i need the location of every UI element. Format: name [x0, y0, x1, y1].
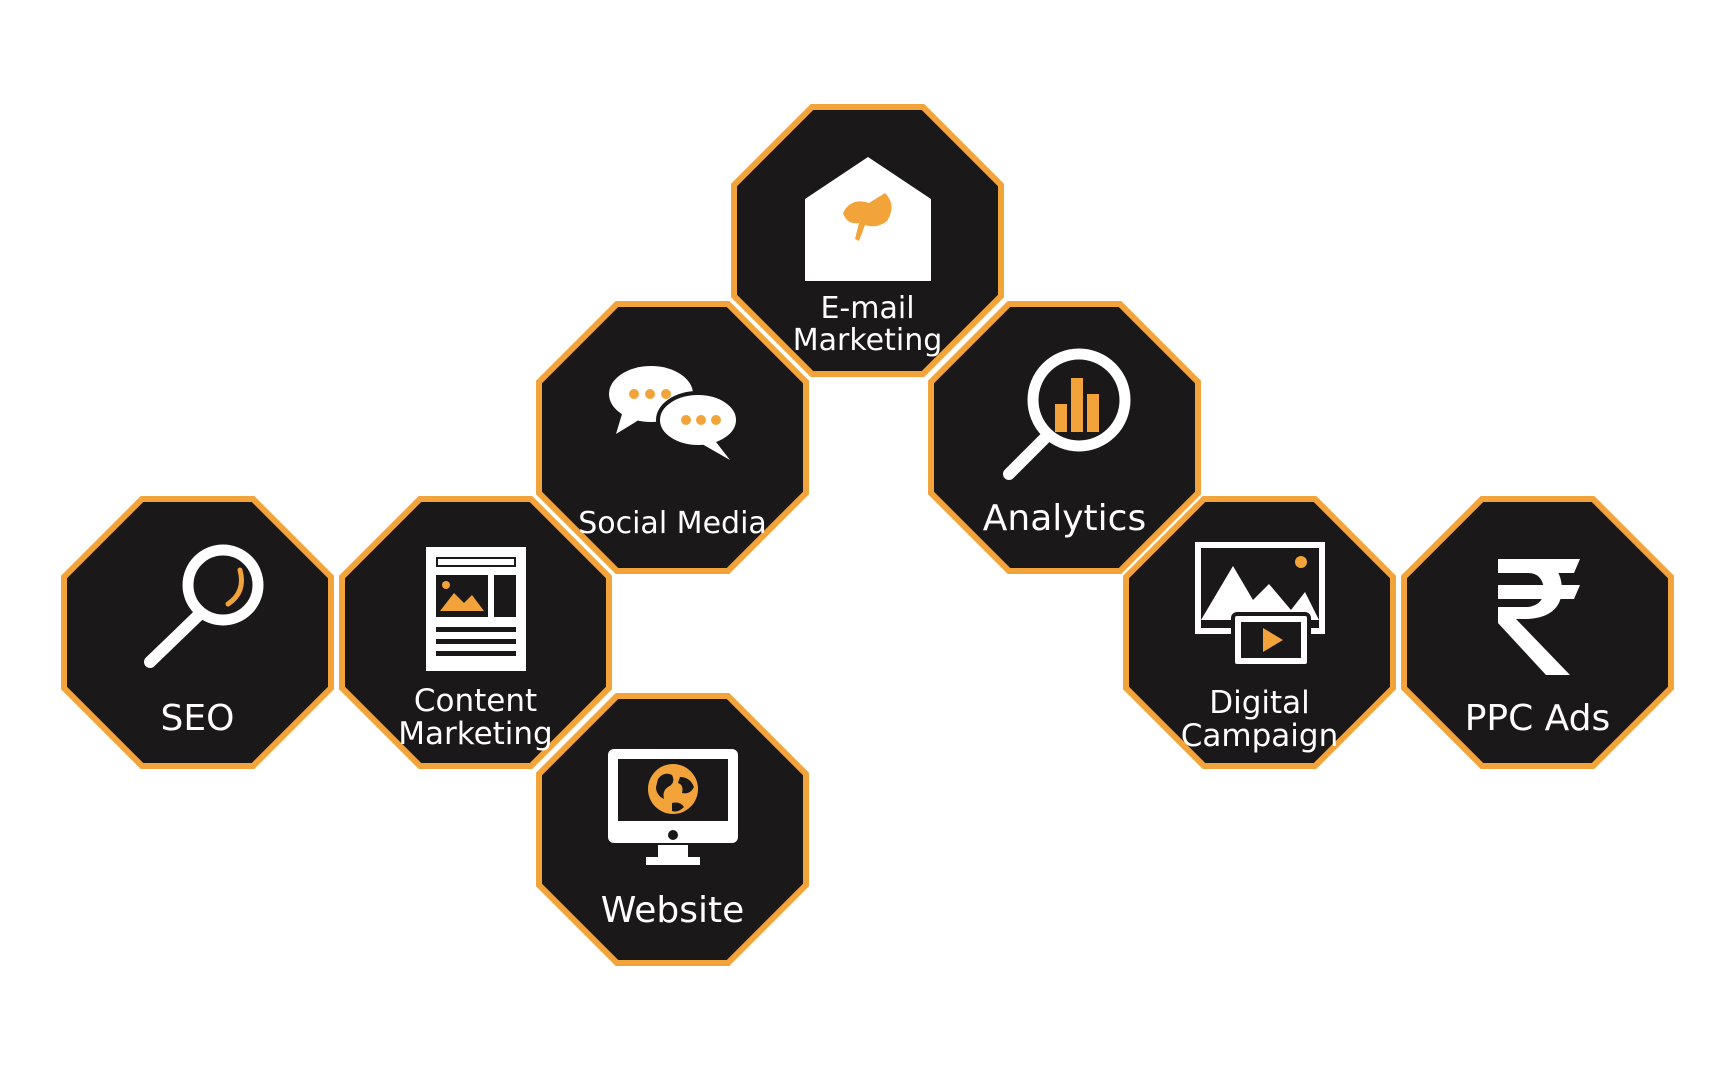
- tile-ppc-ads[interactable]: PPC Ads: [1400, 495, 1675, 770]
- tile-label: Analytics: [982, 498, 1147, 539]
- envelope-icon: [804, 157, 931, 281]
- tile-website[interactable]: Website: [535, 692, 810, 967]
- tile-label-line-2: Marketing: [398, 715, 553, 752]
- tile-analytics[interactable]: Analytics: [927, 300, 1202, 575]
- tile-label-line-1: E-mail: [820, 291, 915, 326]
- analytics-magnifier-icon: [1002, 348, 1130, 480]
- octagon-shape: [61, 496, 334, 769]
- chat-bubbles-icon: [608, 366, 740, 460]
- tile-label-line-2: Campaign: [1180, 717, 1339, 754]
- tile-label: Social Media: [578, 506, 767, 541]
- tile-label: PPC Ads: [1464, 698, 1611, 739]
- tile-seo[interactable]: SEO: [60, 495, 335, 770]
- tile-label-line-2: Marketing: [792, 322, 943, 358]
- tile-label: Website: [600, 890, 745, 931]
- tile-label-line-1: Digital: [1209, 685, 1310, 721]
- octagon-shape: [1401, 496, 1674, 769]
- magnifier-icon: [143, 544, 263, 668]
- tile-content-marketing[interactable]: Content Marketing: [338, 495, 613, 770]
- monitor-globe-icon: [607, 749, 738, 865]
- tile-label-line-1: Content: [413, 683, 538, 719]
- tile-email-marketing[interactable]: E-mail Marketing: [730, 103, 1005, 378]
- image-video-icon: [1194, 542, 1325, 668]
- tile-social-media[interactable]: Social Media: [535, 300, 810, 575]
- newspaper-icon: [425, 547, 526, 671]
- tile-digital-campaign[interactable]: Digital Campaign: [1122, 495, 1397, 770]
- tile-label: SEO: [160, 698, 235, 739]
- rupee-icon: [1497, 559, 1580, 675]
